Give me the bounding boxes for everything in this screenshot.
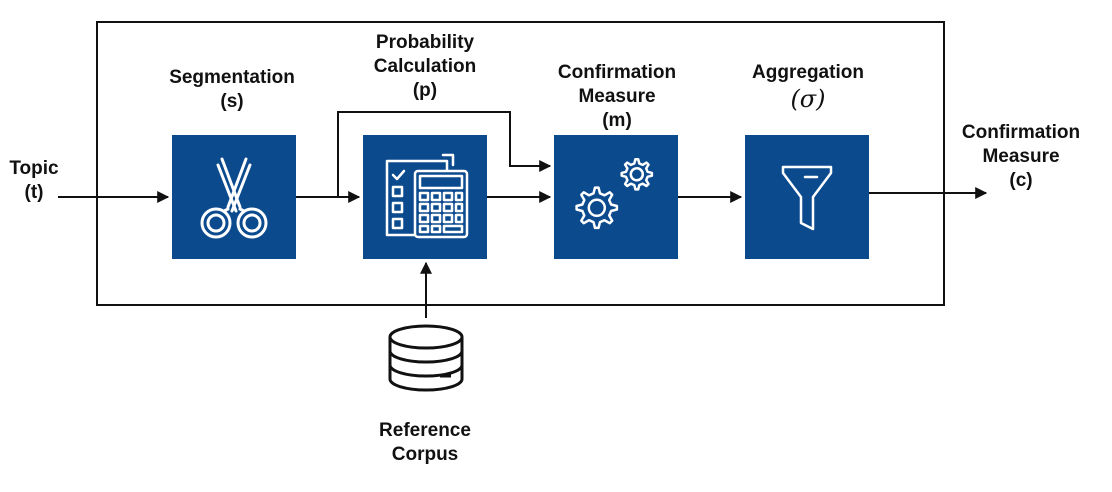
- sigma-symbol: (σ): [790, 85, 826, 113]
- segmentation-label: Segmentation(s): [169, 67, 295, 112]
- arrow-skip-to-confirmation: [337, 111, 552, 197]
- calculator-checklist-icon: [385, 153, 469, 239]
- topic-label: Topic(t): [9, 158, 59, 203]
- database-icon: [388, 324, 464, 392]
- system-frame: [96, 21, 945, 306]
- aggregation-block: [745, 135, 869, 259]
- probability-block: [363, 135, 487, 259]
- aggregation-label: Aggregation(σ): [736, 61, 880, 113]
- gears-icon: [575, 157, 654, 230]
- scissors-icon: [200, 157, 268, 239]
- funnel-icon: [781, 165, 833, 231]
- confirmation-block: [554, 135, 678, 259]
- segmentation-block: [172, 135, 296, 259]
